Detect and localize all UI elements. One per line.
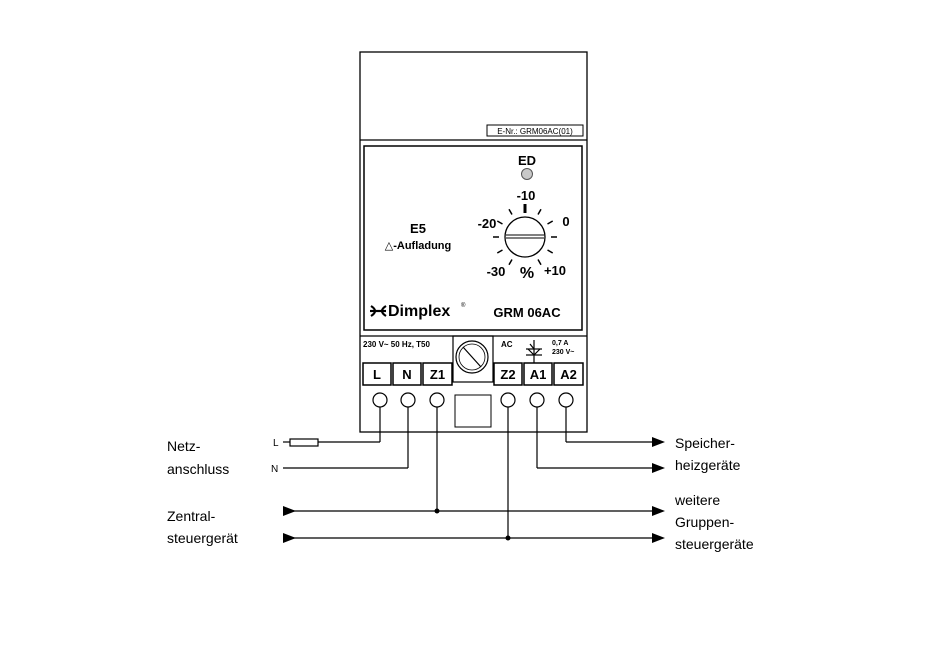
rating-voltage: 230 V~ — [552, 349, 574, 356]
dial-tick — [548, 250, 553, 253]
label-netz-1: Netz- — [167, 438, 201, 454]
label-zentral-1: Zentral- — [167, 508, 216, 524]
arrow-right-icon — [652, 463, 665, 473]
arrow-right-icon — [652, 437, 665, 447]
charge-dial[interactable]: -10 -20 0 -30 % +10 — [478, 188, 570, 282]
enr-label: E-Nr.: GRM06AC(01) — [497, 127, 573, 136]
terminal-label-l: L — [373, 367, 381, 382]
screw-terminal-a2[interactable] — [559, 393, 573, 407]
triac-symbol-icon — [526, 340, 542, 363]
dimplex-logo-icon — [370, 306, 386, 316]
wire-label-n: N — [271, 464, 278, 475]
label-weitere-2: Gruppen- — [675, 514, 734, 530]
dial-tick — [509, 209, 512, 214]
label-netz-2: anschluss — [167, 461, 229, 477]
rating-current: 0,7 A — [552, 340, 568, 347]
junction-dot — [506, 536, 511, 541]
model-name: GRM 06AC — [493, 305, 561, 320]
dial-label-plus10: +10 — [544, 263, 566, 278]
dial-tick — [548, 221, 553, 224]
arrow-right-icon — [652, 506, 665, 516]
dial-label-percent: % — [520, 265, 534, 282]
label-speicher-2: heizgeräte — [675, 457, 741, 473]
led-indicator — [522, 169, 533, 180]
dial-tick — [497, 221, 502, 224]
rating-ac: AC — [501, 340, 513, 349]
screw-terminal-n[interactable] — [401, 393, 415, 407]
setting-code: E5 — [410, 221, 426, 236]
dial-label-minus20: -20 — [478, 216, 497, 231]
label-weitere-1: weitere — [674, 492, 720, 508]
dial-tick — [509, 260, 512, 265]
dial-knob[interactable] — [505, 217, 545, 257]
junction-dot — [435, 509, 440, 514]
enr-label-box: E-Nr.: GRM06AC(01) — [487, 125, 583, 136]
terminal-label-z1: Z1 — [430, 367, 445, 382]
fuse-icon — [290, 439, 318, 446]
terminal-label-a1: A1 — [530, 367, 547, 382]
arrow-right-icon — [283, 533, 296, 543]
wire-label-l: L — [273, 438, 279, 449]
rating-left: 230 V~ 50 Hz, T50 — [363, 340, 430, 349]
screw-terminal-l[interactable] — [373, 393, 387, 407]
led-label: ED — [518, 153, 536, 168]
dial-tick — [538, 209, 541, 214]
screw-terminal-a1[interactable] — [530, 393, 544, 407]
terminal-label-z2: Z2 — [500, 367, 515, 382]
dimplex-logo: Dimplex ® — [370, 302, 466, 320]
terminal-label-a2: A2 — [560, 367, 577, 382]
dial-tick — [497, 250, 502, 253]
setting-name: △-Aufladung — [385, 240, 452, 252]
arrowheads — [283, 437, 665, 543]
label-weitere-3: steuergeräte — [675, 536, 754, 552]
brand-name: Dimplex — [388, 303, 450, 320]
dial-tick — [538, 260, 541, 265]
dial-label-minus10: -10 — [517, 188, 536, 203]
adjust-potentiometer[interactable] — [453, 336, 493, 382]
arrow-right-icon — [283, 506, 296, 516]
label-speicher-1: Speicher- — [675, 435, 735, 451]
center-cavity — [455, 395, 491, 427]
label-zentral-2: steuergerät — [167, 530, 238, 546]
screw-terminal-z1[interactable] — [430, 393, 444, 407]
screw-terminal-z2[interactable] — [501, 393, 515, 407]
dial-label-zero: 0 — [562, 214, 569, 229]
brand-registered: ® — [461, 302, 466, 309]
arrow-right-icon — [652, 533, 665, 543]
terminal-label-n: N — [402, 367, 411, 382]
dial-label-minus30: -30 — [487, 264, 506, 279]
